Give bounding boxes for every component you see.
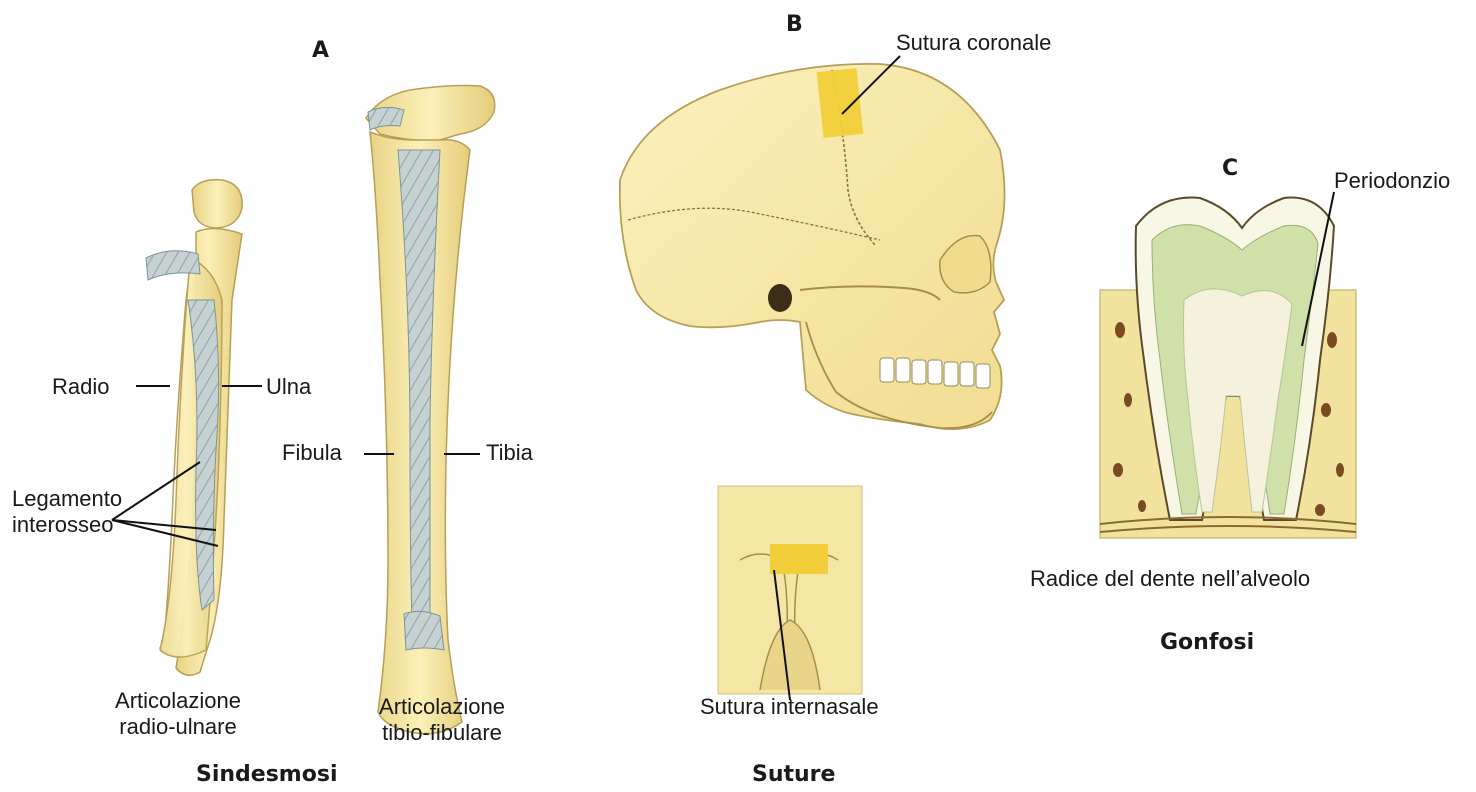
leg-illustration <box>366 86 495 734</box>
caption-tibio-fibular: Articolazione tibio-fibulare <box>354 694 530 746</box>
label-radius: Radio <box>52 374 109 400</box>
panel-c-letter: C <box>1222 156 1238 181</box>
nasal-closeup-illustration <box>718 486 862 694</box>
panel-b-letter: B <box>786 12 803 37</box>
label-root-in-socket: Radice del dente nell’alveolo <box>1030 566 1310 592</box>
panel-a-letter: A <box>312 38 329 63</box>
skull-illustration <box>620 64 1005 429</box>
label-tibia: Tibia <box>486 440 533 466</box>
label-fibula: Fibula <box>282 440 342 466</box>
footer-sindesmosi: Sindesmosi <box>196 762 338 787</box>
footer-suture: Suture <box>752 762 835 787</box>
forearm-illustration <box>146 180 242 675</box>
label-ulna: Ulna <box>266 374 311 400</box>
caption-radio-ulnar: Articolazione radio-ulnare <box>90 688 266 740</box>
label-internasal-suture: Sutura internasale <box>700 694 879 720</box>
label-interosseous-ligament: Legamento interosseo <box>12 486 122 538</box>
label-periodontium: Periodonzio <box>1334 168 1450 194</box>
internasal-suture-highlight <box>770 544 828 574</box>
label-coronal-suture: Sutura coronale <box>896 30 1051 56</box>
coronal-suture-highlight <box>817 68 864 138</box>
footer-gonfosi: Gonfosi <box>1160 630 1254 655</box>
tooth-illustration <box>1100 198 1356 538</box>
